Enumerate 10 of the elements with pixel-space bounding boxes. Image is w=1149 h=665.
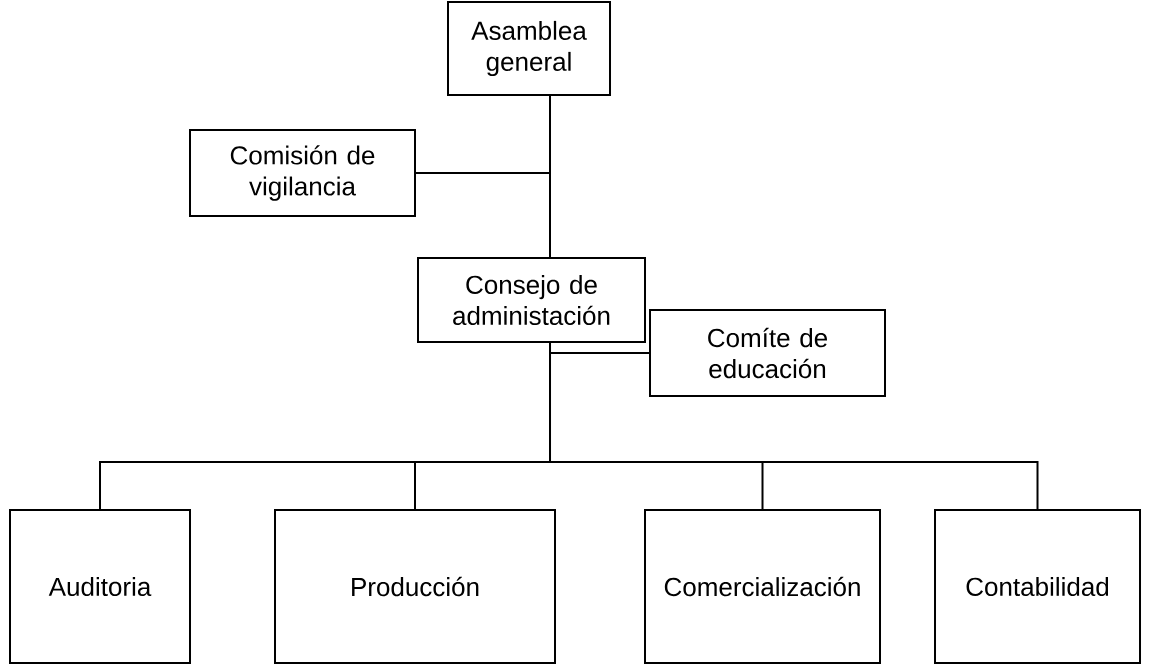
org-box: Comercialización — [644, 509, 881, 664]
org-box: Contabilidad — [934, 509, 1141, 664]
org-box: Asamblea general — [447, 1, 611, 96]
connector-line — [549, 342, 1039, 510]
org-box: Comisión de vigilancia — [189, 129, 416, 217]
org-box: Comíte de educación — [649, 309, 886, 397]
connector-line — [549, 95, 551, 258]
org-box: Producción — [274, 509, 556, 664]
org-box: Consejo de administación — [417, 257, 646, 343]
org-box: Auditoria — [9, 509, 191, 664]
